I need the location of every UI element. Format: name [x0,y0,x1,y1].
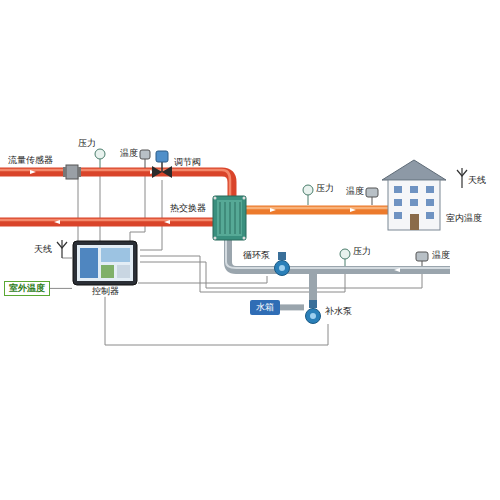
part-label: 热交换器 [170,203,206,214]
temperature-sensor [140,150,428,266]
return-pipe [226,240,450,300]
connector [138,276,267,283]
node-label: 控制器 [92,286,119,297]
node-label: 水箱 [256,302,274,313]
controller: 控制器 [72,240,138,297]
water-tank: 水箱 [250,300,280,315]
heat-exchanger [213,196,246,240]
part-label: 压力 [353,246,371,257]
regulating-valve [152,151,172,178]
pump: 循环泵 [243,250,291,276]
flow-sensor [63,165,81,179]
building [382,160,446,230]
pump: 补水泵 [304,298,352,324]
part-label: 调节阀 [174,157,201,168]
part-label: 温度 [120,148,138,159]
part-label: 压力 [78,138,96,149]
pump-icon [304,298,322,324]
connector [105,297,328,345]
part-label: 温度 [432,250,450,261]
node-label: 补水泵 [325,306,352,317]
connector [280,304,304,310]
controller-screen [72,240,138,286]
part-label: 压力 [316,183,334,194]
part-label: 室内温度 [446,213,482,224]
part-label: 温度 [346,186,364,197]
connector [50,288,72,289]
flow-arrow [30,170,356,224]
node-label: 室外温度 [9,283,45,294]
node-label: 循环泵 [243,250,270,261]
pump-icon [273,250,291,276]
part-label: 天线 [468,175,486,186]
part-label: 天线 [34,244,52,255]
hot-pipe [0,170,390,222]
sensor-box: 室外温度 [4,281,50,296]
part-label: 流量传感器 [8,155,53,166]
